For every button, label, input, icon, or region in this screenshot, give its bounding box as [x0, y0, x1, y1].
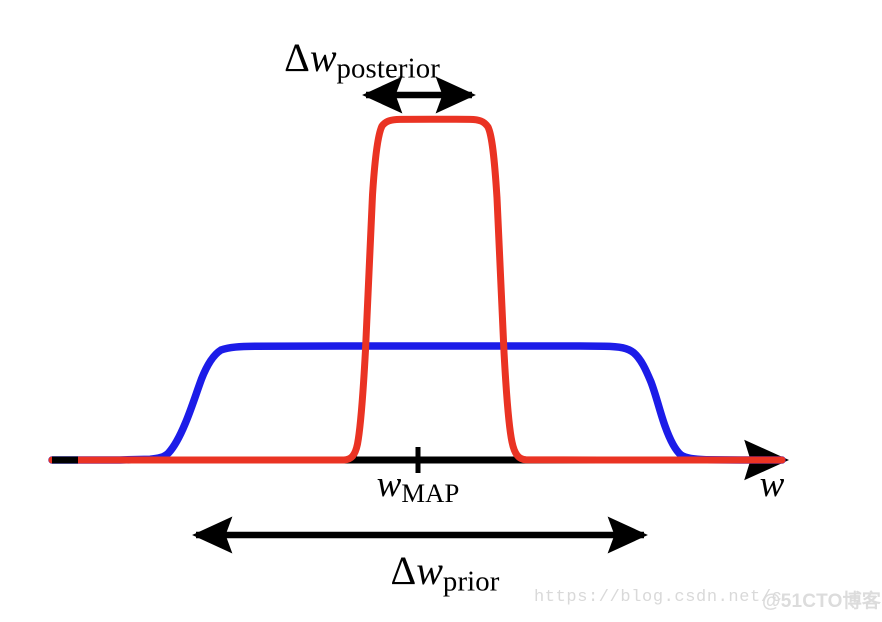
- x-axis-label: w: [760, 466, 785, 503]
- posterior-distribution-curve: [48, 115, 786, 464]
- prior-delta-symbol: Δ: [390, 548, 417, 593]
- watermark-brand-text: @51CTO博客: [762, 591, 882, 612]
- posterior-variable: w: [309, 35, 337, 80]
- watermark-url-text: https://blog.csdn.net/c: [534, 588, 783, 607]
- posterior-delta-symbol: Δ: [284, 35, 310, 80]
- prior-width-label: Δwprior: [391, 551, 500, 596]
- prior-subscript: prior: [442, 565, 500, 598]
- wmap-variable: w: [376, 464, 402, 505]
- wmap-label: wMAP: [377, 466, 460, 507]
- x-axis-variable: w: [759, 464, 785, 505]
- posterior-width-label: Δwposterior: [284, 38, 440, 83]
- prior-distribution-curve: [48, 342, 786, 464]
- prior-variable: w: [416, 548, 443, 593]
- wmap-subscript: MAP: [401, 477, 460, 508]
- posterior-subscript: posterior: [336, 52, 440, 85]
